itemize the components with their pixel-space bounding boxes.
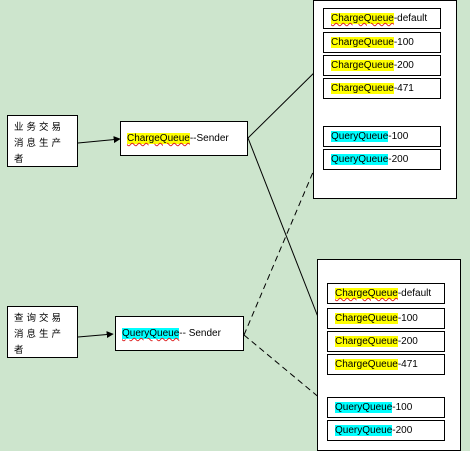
arrow-query-sender-to-server1 — [243, 150, 323, 336]
queue-item: ChargeQueue-200 — [327, 331, 445, 352]
queue-item: ChargeQueue-471 — [323, 78, 441, 99]
queue-item: QueryQueue-100 — [327, 397, 445, 418]
queue-suffix: -100 — [388, 131, 409, 142]
query-sender-box: QueryQueue -- Sender — [115, 316, 244, 351]
queue-suffix: -200 — [397, 336, 418, 347]
queue-name: QueryQueue — [335, 425, 393, 436]
queue-item: ChargeQueue-100 — [327, 308, 445, 329]
queue-name: QueryQueue — [331, 131, 389, 142]
queue-suffix: -default — [393, 13, 428, 24]
queue-item: ChargeQueue-471 — [327, 354, 445, 375]
queue-name: ChargeQueue — [331, 13, 394, 24]
queue-suffix: -471 — [393, 83, 414, 94]
arrow-query-to-query-sender — [77, 331, 114, 339]
arrow-charge-sender-to-server1 — [247, 63, 324, 139]
business-producer-box: 业务交易消息生产者 — [7, 115, 78, 167]
arrow-business-to-charge-sender — [77, 136, 121, 144]
queue-item: ChargeQueue-100 — [323, 32, 441, 53]
queue-name: ChargeQueue — [335, 313, 398, 324]
queue-suffix: -200 — [393, 60, 414, 71]
queue-name: QueryQueue — [331, 154, 389, 165]
arrow-query-sender-to-server2 — [243, 334, 328, 405]
server-2: ChargeQueue-default ChargeQueue-100 Char… — [317, 259, 461, 451]
queue-name: ChargeQueue — [331, 37, 394, 48]
queue-name: ChargeQueue — [335, 359, 398, 370]
query-sender-name: QueryQueue — [122, 328, 180, 339]
queue-suffix: -100 — [392, 402, 413, 413]
queue-item: ChargeQueue-default — [323, 8, 441, 29]
query-producer-label: 查询交易消息生产者 — [14, 313, 65, 356]
queue-name: ChargeQueue — [331, 60, 394, 71]
queue-name: ChargeQueue — [331, 83, 394, 94]
query-producer-box: 查询交易消息生产者 — [7, 306, 78, 358]
queue-suffix: -100 — [393, 37, 414, 48]
queue-name: ChargeQueue — [335, 288, 398, 299]
queue-item: QueryQueue-200 — [327, 420, 445, 441]
server-1: ChargeQueue-default ChargeQueue-100 Char… — [313, 0, 457, 199]
charge-sender-suffix: --Sender — [189, 133, 229, 144]
queue-suffix: -471 — [397, 359, 418, 370]
query-sender-suffix: -- Sender — [179, 328, 221, 339]
queue-item: QueryQueue-200 — [323, 149, 441, 170]
queue-item: QueryQueue-100 — [323, 126, 441, 147]
queue-name: QueryQueue — [335, 402, 393, 413]
queue-suffix: -200 — [392, 425, 413, 436]
queue-suffix: -100 — [397, 313, 418, 324]
queue-suffix: -200 — [388, 154, 409, 165]
queue-name: ChargeQueue — [335, 336, 398, 347]
queue-item: ChargeQueue-default — [327, 283, 445, 304]
charge-sender-name: ChargeQueue — [127, 133, 190, 144]
queue-suffix: -default — [397, 288, 432, 299]
charge-sender-box: ChargeQueue--Sender — [120, 121, 248, 156]
queue-item: ChargeQueue-200 — [323, 55, 441, 76]
business-producer-label: 业务交易消息生产者 — [14, 122, 65, 165]
